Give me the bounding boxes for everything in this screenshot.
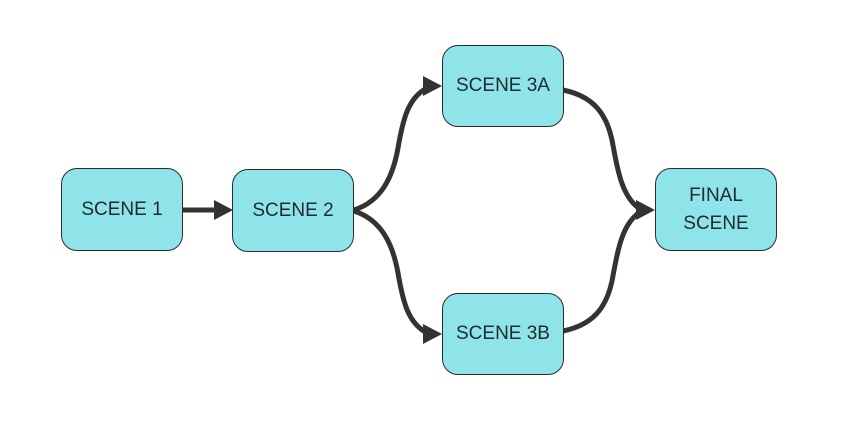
node-scene-3a-label: SCENE 3A <box>456 75 550 97</box>
node-scene-1[interactable]: SCENE 1 <box>61 168 183 251</box>
node-scene-2[interactable]: SCENE 2 <box>232 169 354 252</box>
node-scene-3a[interactable]: SCENE 3A <box>442 45 564 127</box>
node-final-scene[interactable]: FINAL SCENE <box>655 168 777 251</box>
edge-scene3a-final <box>560 87 643 212</box>
arrowhead-final <box>636 200 655 220</box>
edge-scene2-scene3a <box>351 85 430 213</box>
node-scene-3b[interactable]: SCENE 3B <box>442 293 564 375</box>
node-final-scene-label: FINAL SCENE <box>683 184 749 234</box>
node-scene-1-label: SCENE 1 <box>81 198 163 220</box>
arrowhead-scene3b <box>423 324 442 344</box>
arrowhead-scene3a <box>423 76 442 96</box>
node-scene-2-label: SCENE 2 <box>252 199 334 221</box>
edge-scene2-scene3b <box>351 208 430 336</box>
node-scene-3b-label: SCENE 3B <box>456 323 550 345</box>
arrowhead-scene2 <box>214 200 233 220</box>
edge-scene3b-final <box>560 209 643 334</box>
